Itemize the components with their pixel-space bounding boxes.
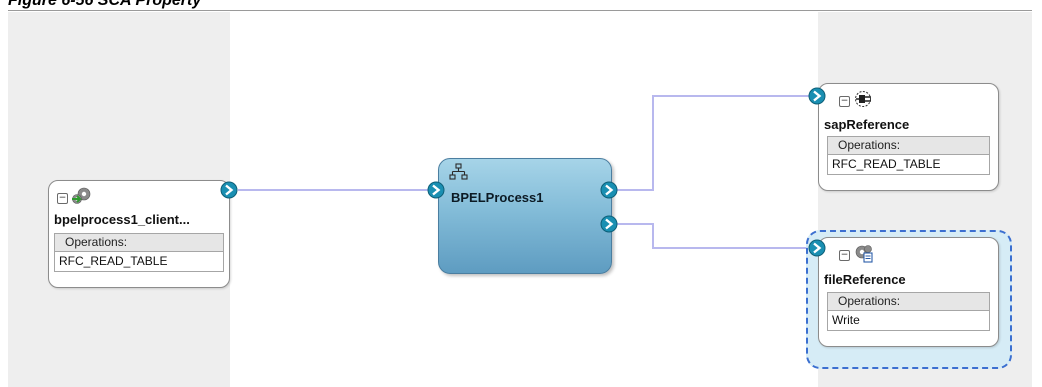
bpel-process-component[interactable]: BPELProcess1 xyxy=(438,158,612,274)
file-operations-box: Operations: Write xyxy=(827,292,990,331)
bpel-reference-port-1-icon[interactable] xyxy=(600,181,618,199)
caption-rule xyxy=(8,10,1032,11)
collapse-icon[interactable]: − xyxy=(839,95,850,107)
client-service-port-icon[interactable] xyxy=(220,181,238,199)
operations-label: Operations: xyxy=(55,234,223,252)
sap-reference-card[interactable]: − sapReference Operations: RFC_READ_TABL… xyxy=(818,83,999,191)
file-adapter-gear-icon xyxy=(853,243,875,268)
operation-item[interactable]: Write xyxy=(832,313,860,327)
collapse-icon[interactable]: − xyxy=(57,192,68,204)
sap-operations-box: Operations: RFC_READ_TABLE xyxy=(827,136,990,175)
wire-bpel-to-filereference[interactable] xyxy=(615,223,816,249)
client-service-header: − xyxy=(57,187,93,209)
adapter-plug-icon xyxy=(853,89,877,114)
bpel-service-port-icon[interactable] xyxy=(427,181,445,199)
client-service-card[interactable]: − bpelprocess1_client... Operations: RFC… xyxy=(48,180,230,288)
service-gear-icon xyxy=(71,186,93,211)
composite-canvas[interactable]: − bpelprocess1_client... Operations: RFC… xyxy=(8,12,1032,387)
client-service-title: bpelprocess1_client... xyxy=(54,212,190,227)
sap-reference-port-icon[interactable] xyxy=(808,87,826,105)
operation-item[interactable]: RFC_READ_TABLE xyxy=(59,254,168,268)
figure-caption: Figure 6-56 SCA Property xyxy=(8,0,202,9)
file-reference-card[interactable]: − fileReference Operations: Write xyxy=(818,237,999,347)
bpel-hierarchy-icon xyxy=(449,163,469,186)
sap-reference-title: sapReference xyxy=(824,117,910,132)
sap-reference-header: − xyxy=(839,90,877,112)
collapse-icon[interactable]: − xyxy=(839,249,850,261)
file-reference-header: − xyxy=(839,244,875,266)
operation-item[interactable]: RFC_READ_TABLE xyxy=(832,157,941,171)
file-reference-title: fileReference xyxy=(824,272,906,287)
operations-label: Operations: xyxy=(828,293,989,311)
bpel-reference-port-2-icon[interactable] xyxy=(600,215,618,233)
wire-bpel-to-sapreference[interactable] xyxy=(615,95,816,191)
bpel-process-title: BPELProcess1 xyxy=(451,190,544,205)
file-reference-port-icon[interactable] xyxy=(808,239,826,257)
wires-layer xyxy=(238,95,816,249)
operations-label: Operations: xyxy=(828,137,989,155)
client-operations-box: Operations: RFC_READ_TABLE xyxy=(54,233,224,272)
